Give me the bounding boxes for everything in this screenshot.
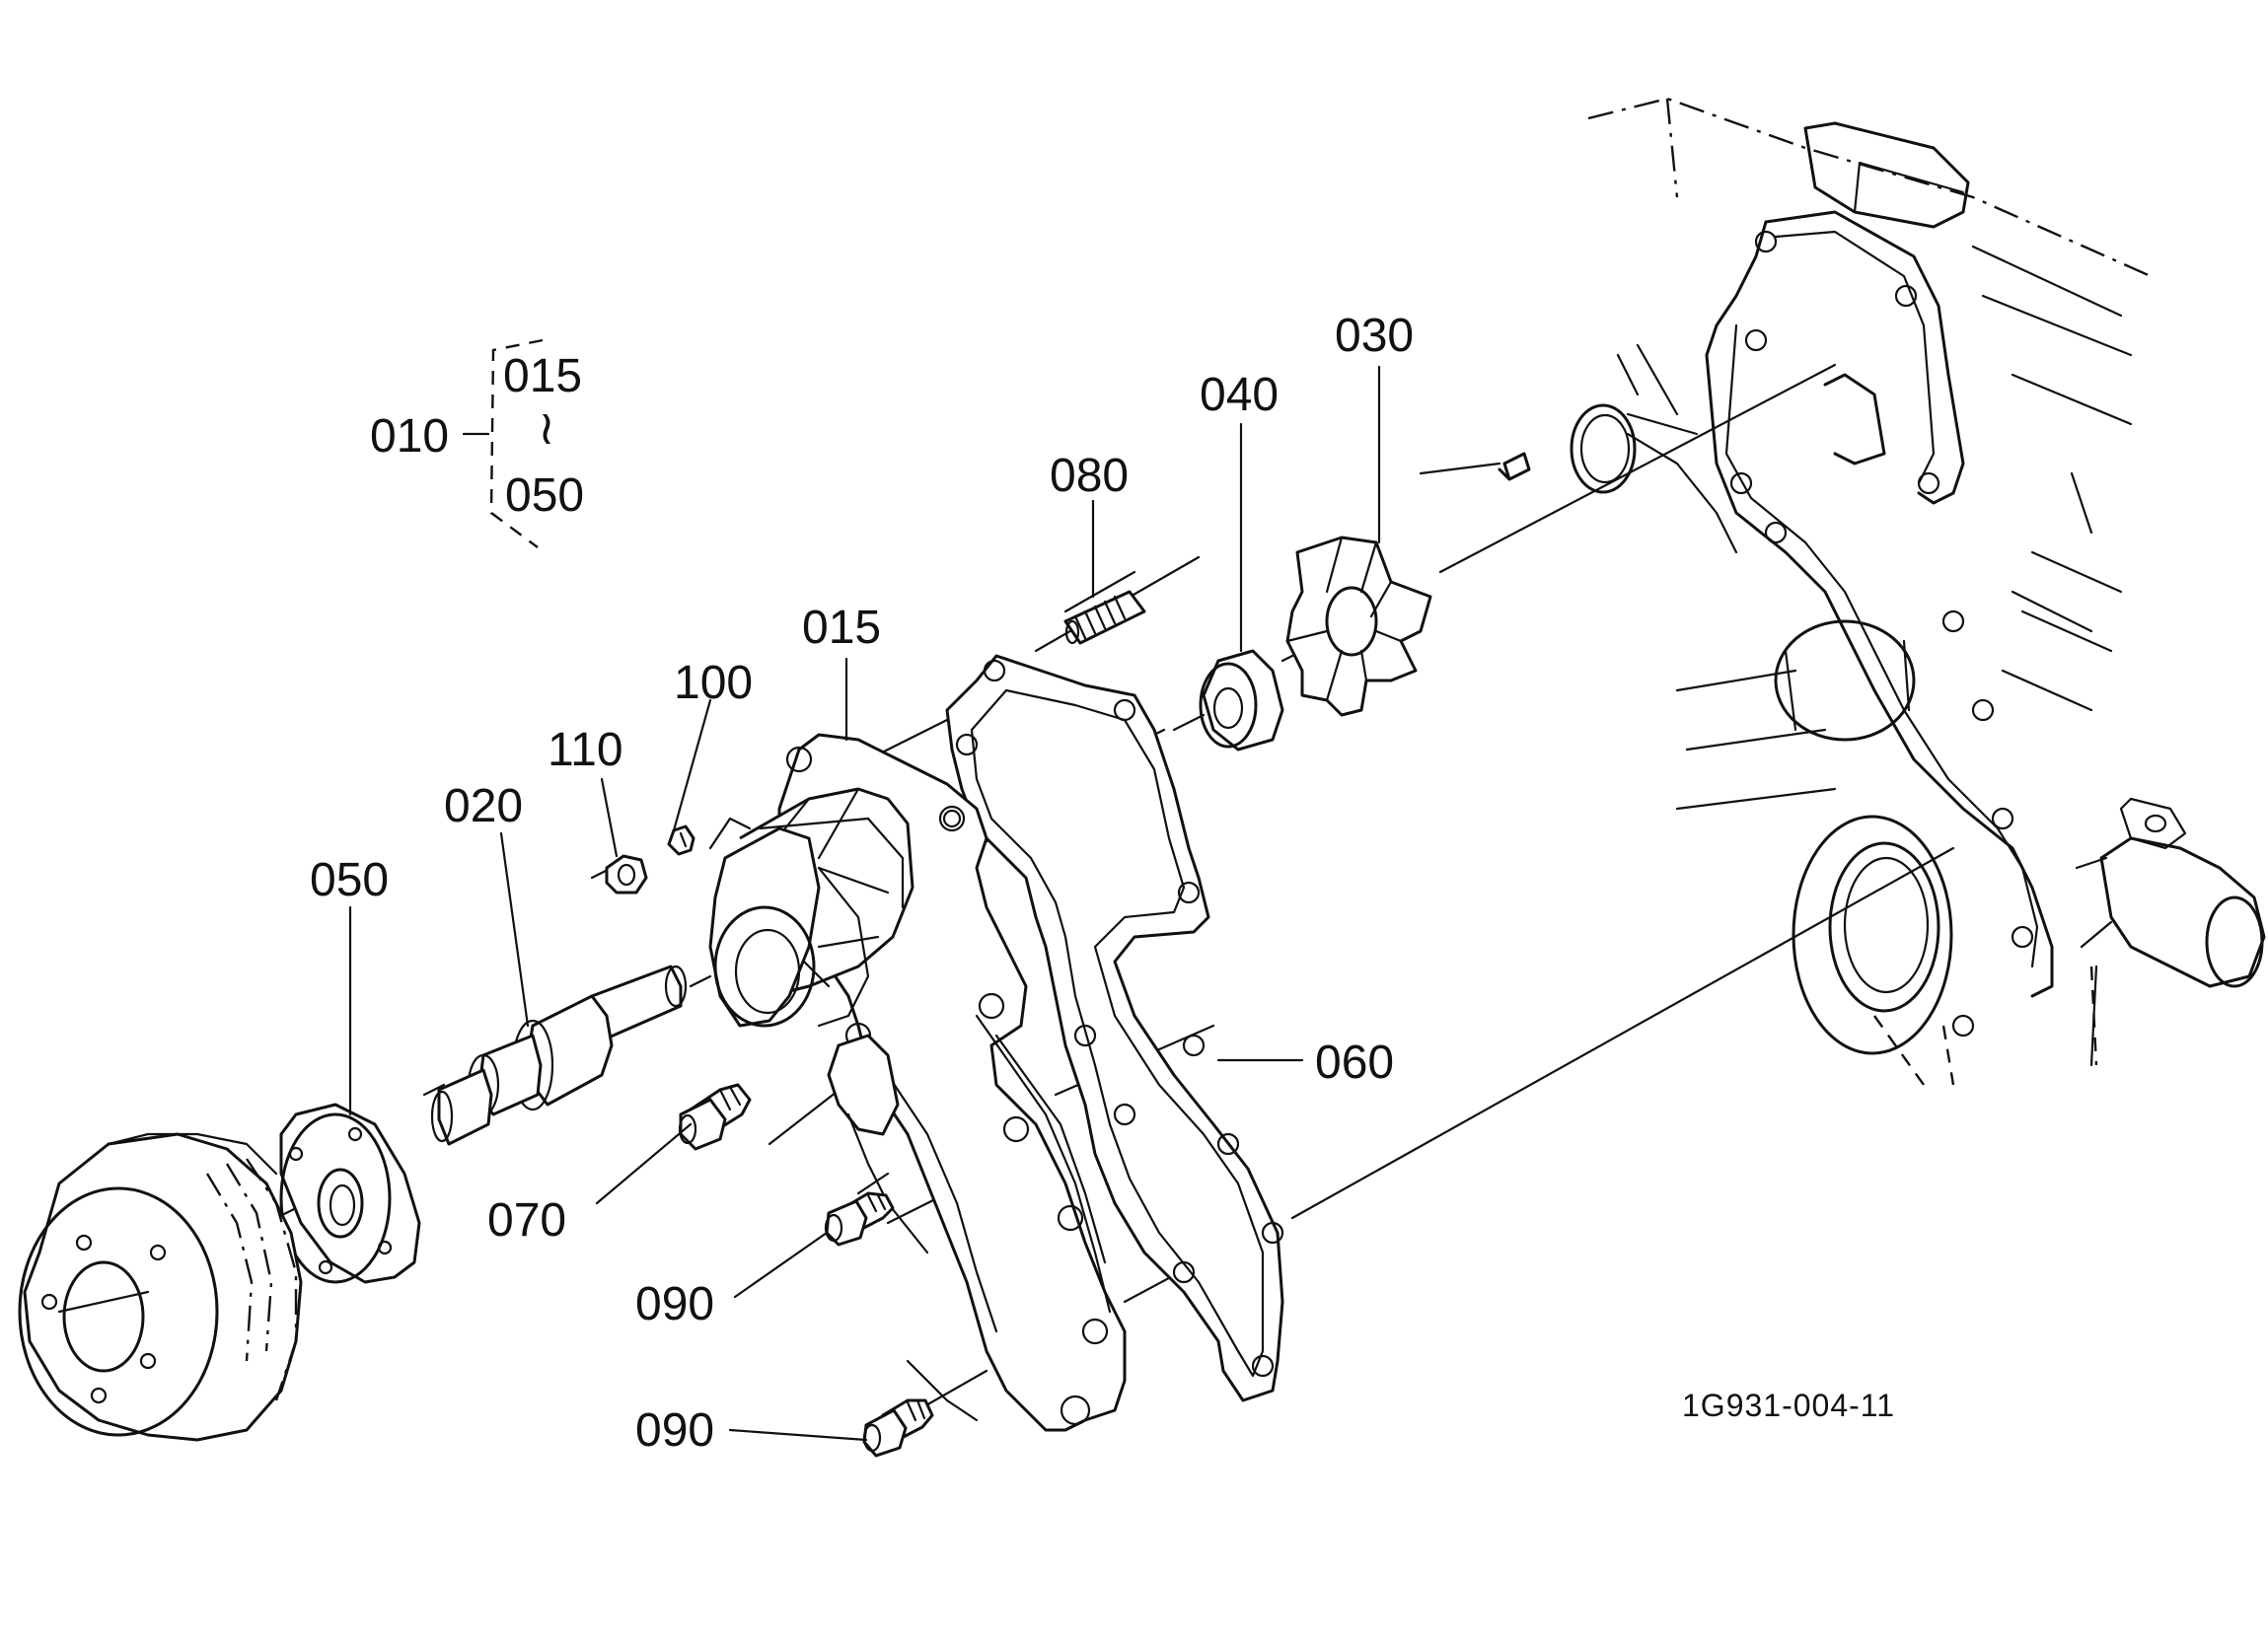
label-060: 060 [1315,1037,1394,1089]
nut-110 [605,854,648,895]
label-090-lower: 090 [635,1404,714,1457]
lock-washer-100 [667,824,695,856]
label-020: 020 [444,780,523,832]
assembly-range-end-label: 050 [505,469,584,522]
label-015: 015 [802,602,881,654]
stud-080 [1063,590,1146,645]
gasket-060 [945,654,1284,1402]
leader-lines [348,365,1381,1442]
label-030: 030 [1335,310,1414,362]
assembly-range-start-label: 015 [503,350,582,402]
label-050: 050 [310,854,389,906]
label-110: 110 [548,724,623,776]
plug-090-upper [824,1191,895,1247]
flange-050 [279,1103,421,1284]
assembly-bracket [462,338,544,548]
label-100: 100 [674,657,753,709]
pulley [18,1132,303,1442]
drawing-code: 1G931-004-11 [1682,1388,1895,1423]
assembly-range-mark: ≀ [538,402,555,455]
plug-090-lower [862,1398,934,1458]
pump-body-015 [708,733,1127,1432]
seal-040 [1199,649,1284,752]
label-070: 070 [487,1194,566,1247]
label-090-upper: 090 [635,1278,714,1330]
label-080: 080 [1050,450,1129,502]
assembly-parent-label: 010 [370,410,449,463]
engine-gear-case [1498,97,2266,1086]
plug-070 [678,1083,752,1151]
label-040: 040 [1200,369,1279,421]
bearing-shaft-020 [430,965,688,1146]
impeller-030 [1285,536,1432,717]
part-labels: 010 015 ≀ 050 030 040 080 015 100 110 02… [310,310,1895,1457]
